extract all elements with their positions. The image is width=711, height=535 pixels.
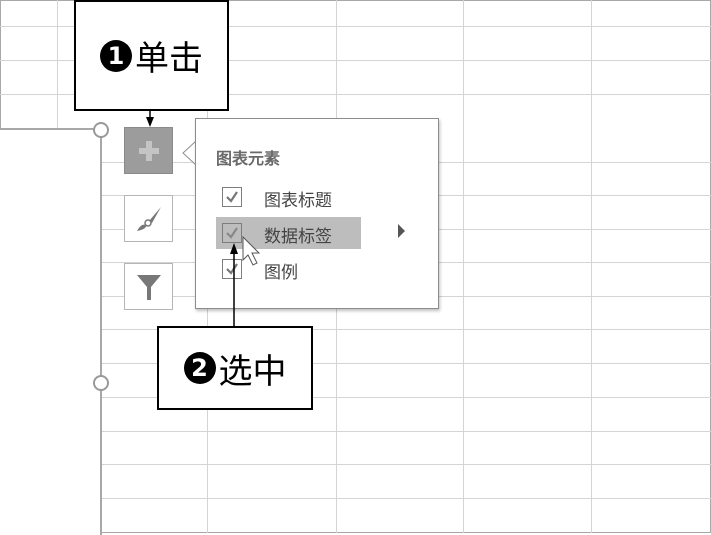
check-icon — [226, 263, 238, 275]
chart-elements-button[interactable] — [124, 127, 173, 174]
grid-row-line — [0, 26, 711, 27]
chart-elements-popup: 图表元素 图表标题 数据标签 图例 — [195, 118, 439, 309]
chart-filters-button[interactable] — [124, 263, 173, 310]
grid-row-line — [0, 60, 711, 61]
submenu-arrow-icon[interactable] — [398, 224, 405, 238]
grid-row-line — [0, 397, 711, 398]
checkbox[interactable] — [222, 223, 242, 243]
popup-title: 图表元素 — [216, 149, 281, 168]
grid-row-line — [0, 363, 711, 364]
plus-icon — [138, 140, 159, 161]
resize-handle[interactable] — [93, 122, 109, 138]
resize-handle[interactable] — [93, 375, 109, 391]
grid-row-line — [0, 329, 711, 330]
grid-row-line — [0, 464, 711, 465]
check-icon — [226, 191, 238, 203]
item-label: 图表标题 — [264, 191, 332, 211]
grid-column-line — [591, 0, 592, 533]
chart-area[interactable] — [0, 128, 102, 535]
brush-icon — [136, 206, 161, 231]
checkbox[interactable] — [222, 259, 242, 279]
step-number-badge: 1 — [100, 39, 132, 72]
grid-column-line — [463, 0, 464, 533]
callout-text: 选中 — [218, 351, 287, 392]
check-icon — [226, 227, 238, 239]
chart-element-item-data-labels[interactable]: 数据标签 — [216, 217, 361, 249]
funnel-icon — [136, 274, 161, 300]
callout-text: 单击 — [135, 39, 203, 79]
chart-element-item-legend[interactable]: 图例 — [216, 253, 361, 285]
checkbox[interactable] — [222, 187, 242, 207]
grid-row-line — [0, 498, 711, 499]
grid-row-line — [0, 431, 711, 432]
popup-pointer — [182, 141, 196, 165]
chart-element-item-chart-title[interactable]: 图表标题 — [216, 181, 361, 213]
grid-row-line — [0, 94, 711, 95]
item-label: 数据标签 — [264, 227, 332, 247]
step-number-badge: 2 — [183, 352, 216, 384]
chart-styles-button[interactable] — [124, 195, 173, 242]
item-label: 图例 — [264, 263, 298, 283]
